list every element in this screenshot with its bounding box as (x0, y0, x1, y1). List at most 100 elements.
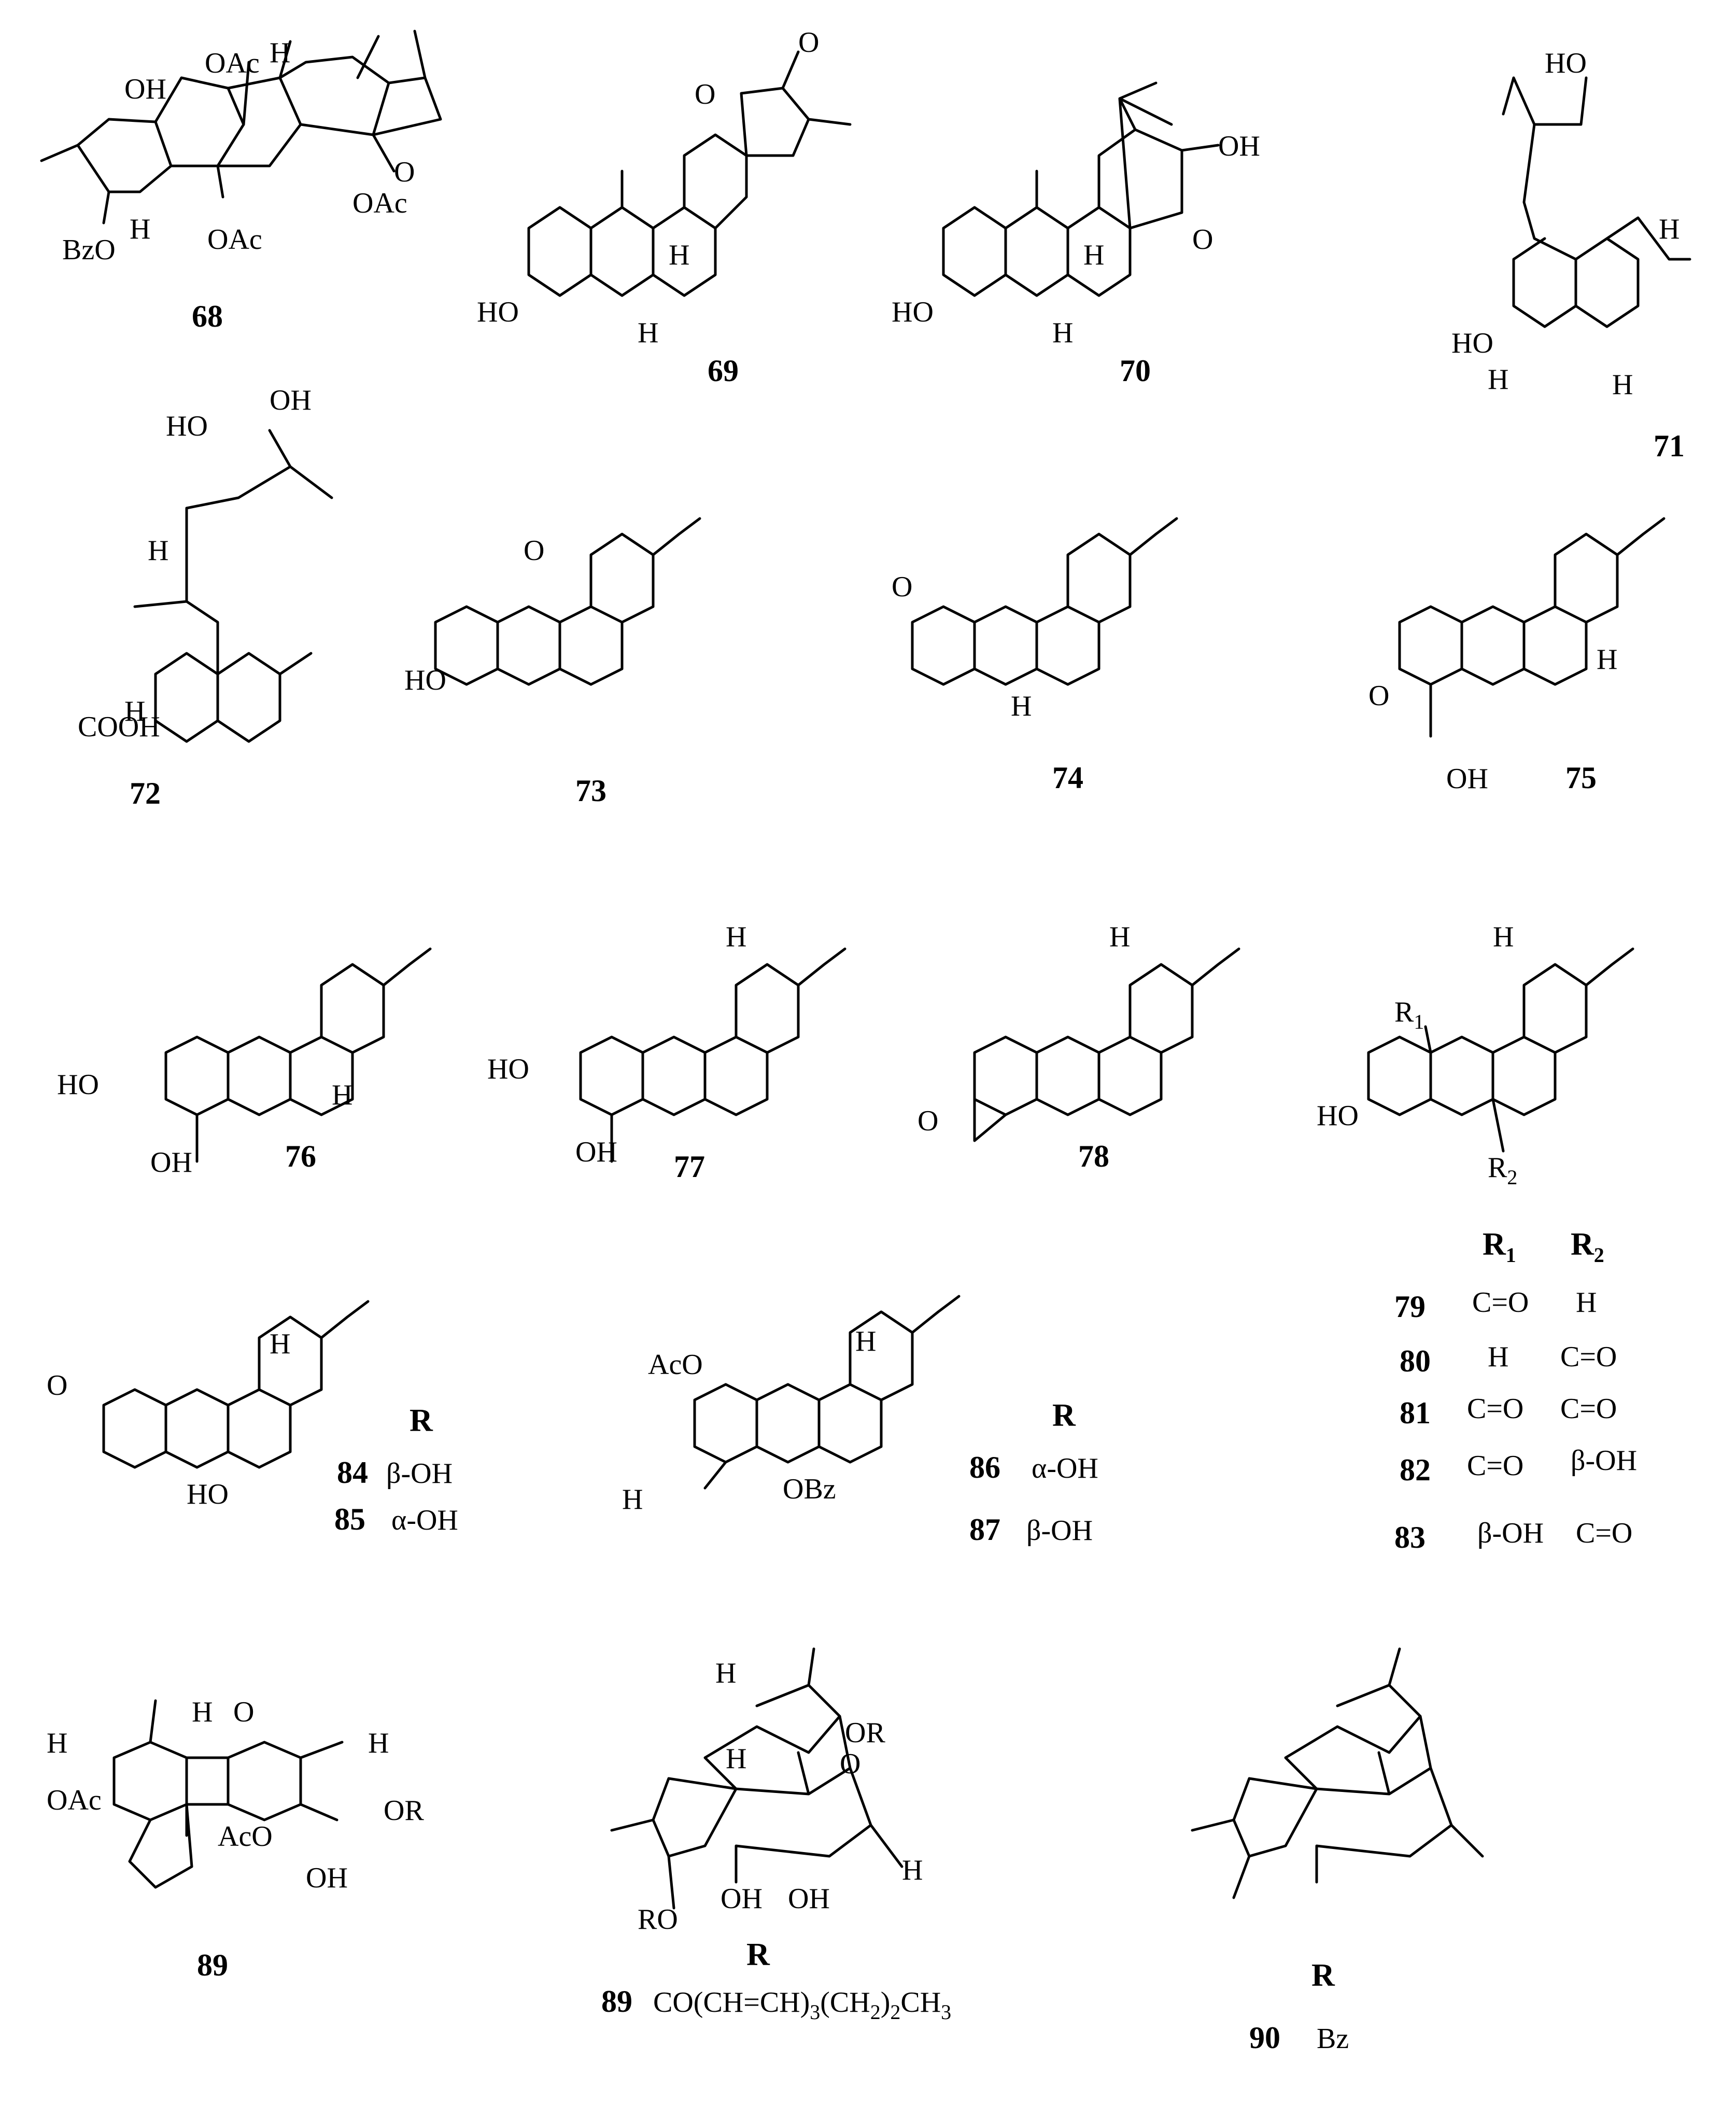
o-label: O (394, 156, 415, 188)
ho-label: HO (1451, 327, 1493, 359)
compound-number: 78 (1078, 1139, 1109, 1173)
compound-number: 76 (285, 1139, 316, 1173)
structure-75: H O OH 75 (1368, 517, 1666, 795)
r2-value: β-OH (1571, 1445, 1637, 1477)
oac-label: OAc (352, 187, 407, 219)
compound-number: 80 (1400, 1344, 1431, 1378)
oh-label: OH (270, 384, 312, 416)
h-label: H (1493, 921, 1514, 953)
o-label: O (47, 1369, 67, 1402)
compound-number: 89 (197, 1948, 228, 1982)
compound-number: 73 (575, 774, 606, 808)
r2-value: H (1576, 1286, 1597, 1319)
r-value: α-OH (391, 1504, 458, 1536)
compound-number: 71 (1654, 429, 1685, 463)
structure-70: OH O HO H H 70 (892, 81, 1260, 388)
r1-label: R1 (1394, 996, 1424, 1033)
h-label: H (855, 1325, 876, 1357)
structure-90 (1191, 1647, 1484, 1899)
oac-label: OR (384, 1795, 424, 1827)
r2-value: C=O (1560, 1341, 1617, 1373)
substituent-table-79-83: R1 R2 79 C=O H 80 H C=O 81 C=O C=O 82 C=… (1394, 1227, 1637, 1554)
compound-number: 68 (192, 299, 223, 333)
oac-label: OAc (205, 47, 260, 79)
obz-label: H (368, 1727, 389, 1759)
h-label: O (233, 1696, 254, 1728)
substituent-89: R 89 CO(CH=CH)3(CH2)2CH3 (601, 1937, 951, 2024)
substituent-90: R 90 Bz (1249, 1958, 1349, 2055)
compound-number: 84 (337, 1455, 368, 1490)
r-header: R (410, 1403, 433, 1438)
oh-label: OH (1218, 130, 1260, 162)
compound-number: 85 (334, 1502, 365, 1536)
compound-number: 89 (601, 1984, 632, 2019)
oac-label: H (902, 1854, 923, 1886)
structure-88: H H O H OAc AcO OH OR 89 (47, 1696, 424, 1982)
o-label: O (1368, 680, 1389, 712)
compound-number: 86 (969, 1450, 1000, 1484)
r2-label: R2 (1488, 1152, 1517, 1189)
h-label: H (270, 37, 290, 69)
structure-69: O O HO H H 69 (477, 26, 852, 388)
bzo-label: BzO (62, 234, 116, 266)
ho-label: HO (477, 296, 519, 328)
h-label: H (332, 1079, 352, 1111)
aco-label: RO (638, 1903, 678, 1936)
r-label: HO (187, 1478, 229, 1510)
r1-header: R1 (1483, 1227, 1516, 1267)
r-value: β-OH (386, 1458, 453, 1490)
structure-76: H HO OH 76 (57, 947, 432, 1179)
o-label: O (892, 571, 912, 603)
oh-label: OH (1446, 763, 1488, 795)
r1-value: C=O (1467, 1450, 1523, 1482)
compound-number: 77 (674, 1150, 705, 1184)
h-label: H (270, 1328, 290, 1360)
compound-number: 79 (1394, 1290, 1426, 1324)
o-label: O (798, 26, 819, 59)
r2-header: R2 (1571, 1227, 1604, 1267)
compound-number: 83 (1394, 1520, 1426, 1554)
h-label: H (1597, 643, 1617, 676)
r2-value: C=O (1560, 1393, 1617, 1425)
h-label: H (1109, 921, 1130, 953)
o-label: OH (306, 1862, 348, 1894)
structure-68: OAc OH H O OAc BzO H OAc 68 (40, 30, 442, 333)
structure-89: H OR H O H RO OH OH (610, 1647, 923, 1936)
h-label: H (669, 239, 689, 271)
ho-label: H (622, 1483, 643, 1516)
h-label: H (638, 317, 658, 349)
structure-72: HO OH H H COOH 72 (78, 384, 333, 810)
aco-label: OAc (47, 1784, 102, 1816)
structure-74: O H 74 (892, 517, 1178, 795)
o-label: O (918, 1105, 938, 1137)
h-label: H (726, 921, 746, 953)
structure-73: O HO 73 (404, 517, 701, 808)
oh-label: OH (150, 1146, 192, 1179)
r1-value: H (1488, 1341, 1508, 1373)
ho-label: HO (892, 296, 934, 328)
compound-number: 87 (969, 1512, 1000, 1547)
h-label: H (715, 1657, 736, 1689)
r1-value: C=O (1472, 1286, 1529, 1319)
structure-77: H HO OH 77 (487, 921, 846, 1184)
structure-79-83: R1 H HO R2 (1317, 921, 1634, 1189)
r-value: β-OH (1026, 1515, 1093, 1547)
ho-label: HO (57, 1069, 99, 1101)
structure-71: HO H HO H H 71 (1451, 47, 1691, 463)
oh-label: OH (575, 1136, 617, 1168)
o-label: O (695, 78, 715, 110)
structure-86-87: AcO H H OBz (622, 1295, 961, 1516)
o-label: H (726, 1743, 746, 1775)
ho-label: HO (1317, 1100, 1359, 1132)
compound-number: 82 (1400, 1453, 1431, 1487)
h-label: O (840, 1748, 860, 1780)
or-label: OH (788, 1883, 830, 1915)
r1-value: β-OH (1477, 1517, 1544, 1549)
r-header: R (1311, 1958, 1335, 1993)
r1-value: C=O (1467, 1393, 1523, 1425)
compound-number: 69 (708, 354, 739, 388)
o-label: AcO (648, 1349, 703, 1381)
r-value: Bz (1317, 2023, 1349, 2055)
compound-number: 70 (1120, 354, 1151, 388)
